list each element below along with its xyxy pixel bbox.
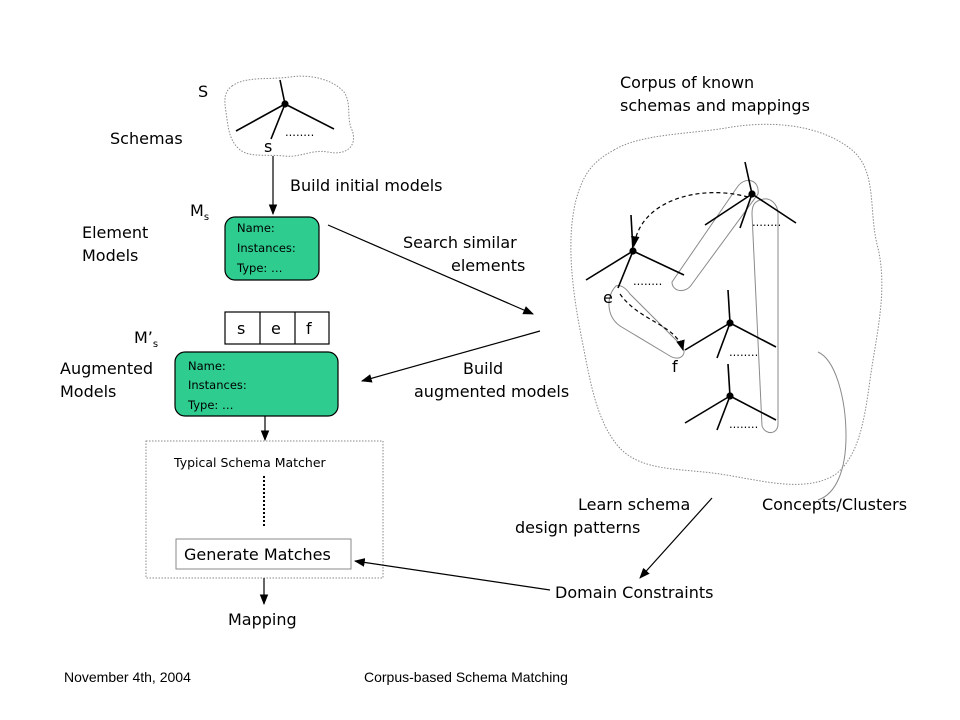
augmented-models-label-2: Models	[60, 382, 116, 401]
learn-patterns-label-1: Learn schema	[578, 495, 690, 514]
augmented-model-box	[174, 351, 339, 417]
corpus-label-2: schemas and mappings	[620, 96, 810, 115]
element-model-box	[224, 216, 320, 281]
corpus-node-e-label: e	[603, 288, 613, 307]
ms-prime-label: M’s	[134, 328, 158, 350]
concepts-clusters-label: Concepts/Clusters	[762, 495, 907, 514]
corpus-tree-1-dots: ........	[633, 274, 662, 288]
generate-matches-label: Generate Matches	[184, 545, 331, 564]
build-initial-models-label: Build initial models	[290, 176, 443, 195]
corpus-node-f-label: f	[672, 357, 678, 376]
sef-cell-s: s	[237, 319, 245, 338]
sef-table	[224, 311, 330, 345]
corpus-label-1: Corpus of known	[620, 73, 754, 92]
corpus-tree-4-dots: ........	[729, 417, 758, 431]
element-models-label-2: Models	[82, 246, 138, 265]
typical-schema-matcher-label: Typical Schema Matcher	[173, 455, 327, 470]
generate-matches-box	[175, 538, 352, 570]
sef-cell-e: e	[271, 319, 281, 338]
learn-patterns-arrow	[639, 497, 713, 579]
corpus-tree-4	[684, 363, 777, 431]
corpus-tree-2-dots: ........	[752, 215, 781, 229]
element-models-label-1: Element	[82, 223, 148, 242]
schema-s-label: S	[198, 82, 208, 101]
mapping-label: Mapping	[228, 610, 297, 629]
schema-tree	[235, 79, 335, 140]
element-model-instances: Instances:	[237, 241, 296, 255]
mapping-arrow-e-to-f	[619, 293, 685, 352]
build-augmented-arrow	[360, 330, 541, 383]
corpus-blob	[570, 123, 883, 485]
schema-blob	[224, 75, 354, 157]
element-model-type: Type: …	[236, 261, 282, 275]
mapping-arrow-to-e	[630, 192, 749, 248]
concept-cluster-bands	[608, 179, 847, 501]
ms-label: Ms	[190, 201, 209, 223]
search-similar-label-2: elements	[451, 256, 525, 275]
build-augmented-label-1: Build	[463, 359, 503, 378]
corpus-tree-3	[684, 289, 777, 359]
corpus-tree-3-dots: ........	[729, 345, 758, 359]
schema-element-s-label: s	[264, 137, 272, 156]
schema-dots: ........	[285, 125, 314, 139]
augmented-model-name: Name:	[188, 359, 226, 373]
learn-patterns-label-2: design patterns	[515, 518, 640, 537]
schemas-label: Schemas	[110, 129, 183, 148]
domain-constraints-label: Domain Constraints	[555, 583, 713, 602]
augmented-model-instances: Instances:	[188, 378, 247, 392]
footer-title: Corpus-based Schema Matching	[364, 669, 568, 685]
sef-cell-f: f	[306, 319, 312, 338]
search-similar-arrow	[327, 224, 534, 315]
footer-date: November 4th, 2004	[64, 669, 191, 685]
corpus-tree-1	[585, 214, 685, 289]
augmented-model-type: Type: …	[187, 398, 233, 412]
domain-constraints-arrow	[353, 558, 551, 591]
augmented-models-label-1: Augmented	[60, 359, 153, 378]
corpus-tree-2	[704, 161, 797, 229]
element-model-name: Name:	[237, 221, 275, 235]
build-augmented-label-2: augmented models	[414, 382, 569, 401]
search-similar-label-1: Search similar	[403, 233, 517, 252]
